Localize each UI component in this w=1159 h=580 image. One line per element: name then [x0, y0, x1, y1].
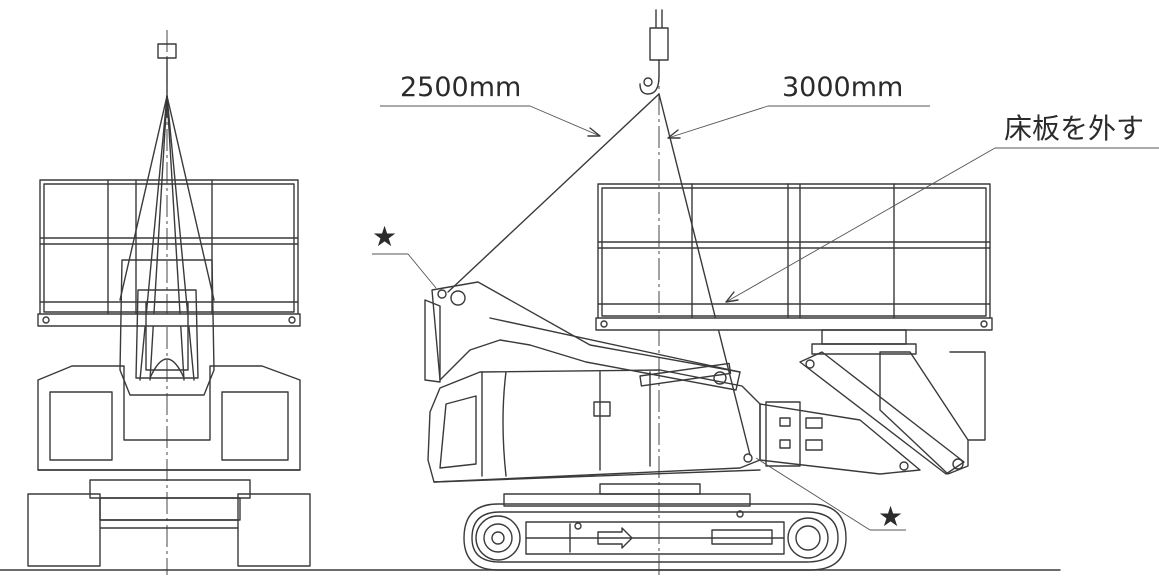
side-undercarriage — [503, 483, 751, 507]
sling-right-length: 3000mm — [782, 72, 903, 103]
side-track — [463, 503, 847, 571]
side-lower-boom — [759, 401, 921, 475]
side-slings — [447, 93, 751, 456]
side-basket — [595, 183, 993, 355]
star-marker-top: ★ — [372, 220, 397, 253]
sling-left-length: 2500mm — [400, 72, 521, 103]
front-basket — [37, 179, 301, 327]
front-mast — [119, 259, 215, 396]
side-boom — [424, 281, 741, 391]
marker-star-top: ★ — [372, 220, 437, 289]
remove-floor-plate-text: 床板を外す — [1004, 112, 1144, 145]
star-marker-bottom: ★ — [878, 500, 903, 533]
label-remove-floor-plate: 床板を外す — [725, 112, 1159, 303]
front-tracks — [27, 493, 311, 567]
front-view — [27, 30, 311, 575]
side-hook — [639, 9, 669, 95]
marker-star-bottom: ★ — [755, 457, 906, 533]
label-3000mm: 3000mm — [667, 72, 930, 139]
label-2500mm: 2500mm — [380, 72, 601, 137]
side-view — [424, 9, 993, 575]
front-body — [37, 365, 301, 521]
side-basket-arm — [799, 351, 986, 475]
side-body — [427, 369, 761, 483]
